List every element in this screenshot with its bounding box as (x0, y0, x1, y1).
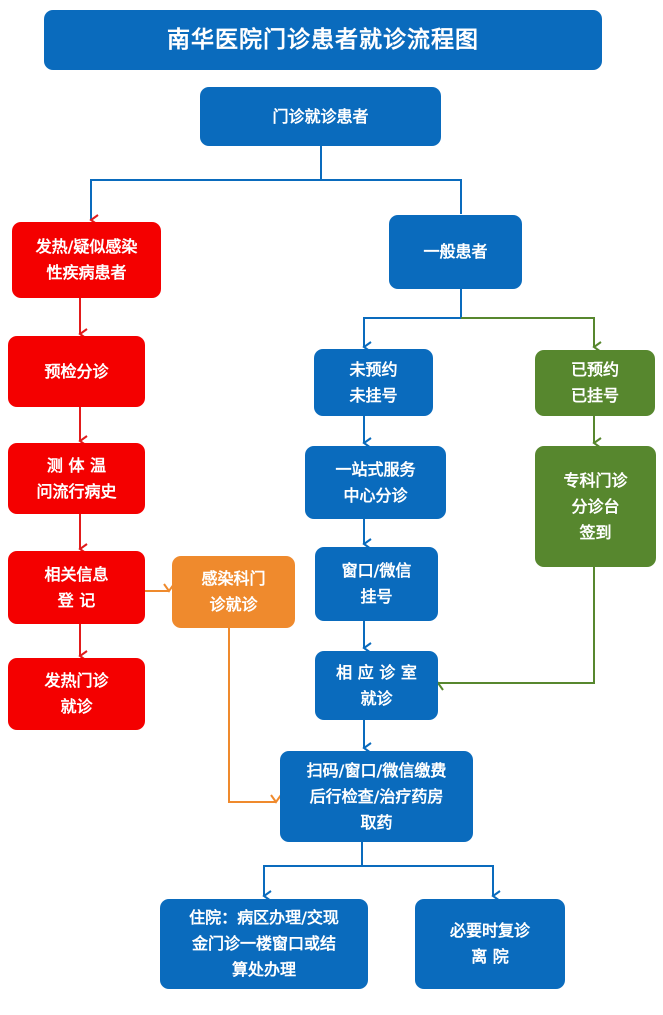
connector-outpatient-to-general (321, 179, 462, 214)
node-not-booked: 未预约 未挂号 (314, 349, 433, 416)
connector-general-split (362, 289, 462, 353)
connector-outpatient-split (89, 146, 322, 226)
node-specialist-checkin: 专科门诊 分诊台 签到 (535, 446, 656, 567)
connector-general-to-booked (461, 317, 602, 353)
node-consult-room: 相 应 诊 室 就诊 (315, 651, 438, 720)
arrow-specialist-to-consult (432, 567, 595, 691)
node-fever-clinic: 发热门诊 就诊 (8, 658, 145, 730)
node-window-wechat: 窗口/微信 挂号 (315, 547, 438, 621)
node-payment: 扫码/窗口/微信缴费 后行检查/治疗药房 取药 (280, 751, 473, 842)
node-fever-patient: 发热/疑似感染 性疾病患者 (12, 222, 161, 298)
node-inpatient: 住院：病区办理/交现 金门诊一楼窗口或结 算处办理 (160, 899, 368, 989)
connector-payment-to-followup (362, 865, 501, 902)
page-title: 南华医院门诊患者就诊流程图 (44, 10, 602, 70)
node-general-patient: 一般患者 (389, 215, 522, 289)
connector-payment-to-inpatient (262, 842, 363, 902)
arrow-infection-to-payment (228, 628, 282, 804)
node-outpatient: 门诊就诊患者 (200, 87, 441, 146)
node-triage: 预检分诊 (8, 336, 145, 407)
node-one-stop: 一站式服务 中心分诊 (305, 446, 446, 519)
node-booked: 已预约 已挂号 (535, 350, 655, 416)
node-info-register: 相关信息 登 记 (8, 551, 145, 624)
node-infection-clinic: 感染科门 诊就诊 (172, 556, 295, 628)
node-follow-up: 必要时复诊 离 院 (415, 899, 565, 989)
node-temp-history: 测 体 温 问流行病史 (8, 443, 145, 514)
